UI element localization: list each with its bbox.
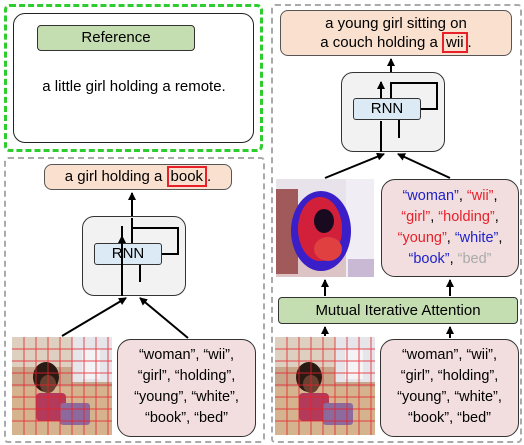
mutual-attention-block: Mutual Iterative Attention bbox=[278, 297, 518, 324]
baseline-caption-period: . bbox=[207, 168, 212, 185]
baseline-input-image bbox=[12, 337, 112, 435]
attended-word: “young” bbox=[397, 230, 447, 246]
word-line: “woman”, “wii”, bbox=[382, 186, 518, 207]
baseline-rnn-cell: RNN bbox=[94, 243, 162, 265]
proposed-caption-text: a couch holding a bbox=[320, 34, 443, 51]
word-line: “girl”, “holding”, bbox=[137, 368, 236, 384]
attended-word: “holding” bbox=[438, 209, 495, 225]
word-separator: , bbox=[494, 209, 499, 225]
attended-word: “wii” bbox=[466, 188, 494, 204]
proposed-rnn-cell: RNN bbox=[353, 98, 421, 120]
proposed-panel bbox=[271, 4, 522, 443]
word-line: “book”, “bed” bbox=[407, 410, 491, 426]
word-separator: , bbox=[493, 188, 498, 204]
reference-caption: a little girl holding a remote. bbox=[42, 78, 226, 95]
baseline-caption-error-word: book bbox=[166, 166, 208, 187]
attended-word-list: “woman”, “wii”, “girl”, “holding”, “youn… bbox=[381, 179, 519, 277]
grid-photo bbox=[12, 337, 112, 435]
word-line: “girl”, “holding”, bbox=[382, 207, 518, 228]
word-separator: , bbox=[449, 251, 458, 267]
word-line: “young”, “white”, bbox=[397, 389, 502, 405]
attended-photo bbox=[276, 179, 374, 277]
proposed-caption-line1: a young girl sitting on bbox=[325, 15, 467, 32]
word-line: “book”, “bed” bbox=[144, 410, 228, 426]
word-line: “woman”, “wii”, bbox=[138, 347, 235, 363]
word-line: “girl”, “holding”, bbox=[400, 368, 499, 384]
attended-word: “girl” bbox=[401, 209, 431, 225]
attended-word: “bed” bbox=[457, 251, 492, 267]
proposed-input-image bbox=[275, 337, 375, 435]
attended-word: “white” bbox=[454, 230, 499, 246]
proposed-caption: a young girl sitting on a couch holding … bbox=[280, 10, 512, 56]
word-line: “book”, “bed” bbox=[382, 249, 518, 270]
baseline-panel bbox=[4, 157, 265, 443]
grid-photo bbox=[275, 337, 375, 435]
proposed-caption-error-word: wii bbox=[442, 32, 468, 53]
attended-word: “book” bbox=[408, 251, 450, 267]
word-separator: , bbox=[446, 230, 455, 246]
word-separator: , bbox=[430, 209, 439, 225]
attended-image bbox=[276, 179, 374, 277]
reference-title: Reference bbox=[37, 25, 195, 51]
word-separator: , bbox=[458, 188, 467, 204]
baseline-caption: a girl holding a book. bbox=[44, 164, 232, 190]
baseline-caption-text: a girl holding a bbox=[64, 168, 167, 185]
proposed-word-list: “woman”, “wii”, “girl”, “holding”, “youn… bbox=[380, 339, 519, 437]
attended-word: “woman” bbox=[402, 188, 459, 204]
word-line: “young”, “white”, bbox=[382, 228, 518, 249]
proposed-caption-period: . bbox=[467, 34, 472, 51]
word-line: “woman”, “wii”, bbox=[401, 347, 498, 363]
proposed-caption-line2: a couch holding a wii. bbox=[281, 32, 511, 53]
word-separator: , bbox=[498, 230, 503, 246]
word-line: “young”, “white”, bbox=[134, 389, 239, 405]
baseline-word-list: “woman”, “wii”, “girl”, “holding”, “youn… bbox=[117, 339, 256, 437]
